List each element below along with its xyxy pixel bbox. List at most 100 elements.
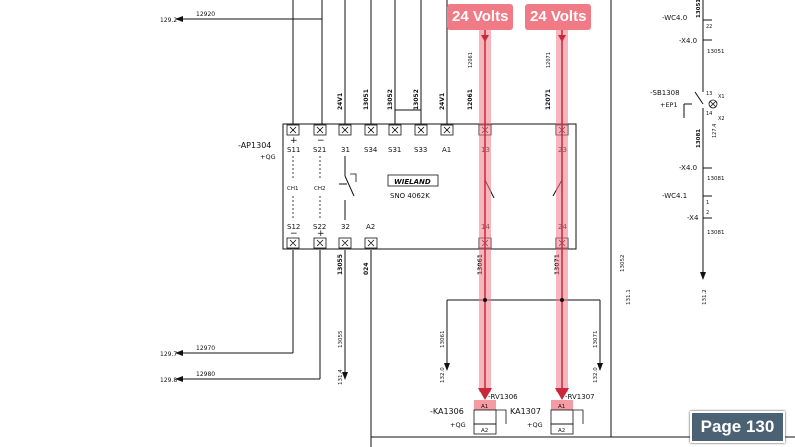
rc-wire-4: 13081 [707, 176, 725, 182]
rc-term-x1: X1 [718, 94, 725, 100]
label-S33: S33 [414, 146, 427, 154]
crossref-wire-top: 12920 [196, 11, 215, 18]
junction-left [483, 298, 487, 302]
wire-num-top-12071: 12071 [546, 52, 552, 68]
relay-module-box[interactable] [282, 123, 577, 250]
maker-label-box [387, 174, 439, 187]
crossref-wire-bot: 12980 [196, 371, 215, 378]
wire-num-top-7: 12071 [545, 89, 552, 110]
rc-wc40-top: -WC4.0 [662, 14, 687, 22]
load-right-a2: A2 [558, 428, 565, 434]
crossref-arrow-bot[interactable] [175, 376, 183, 382]
bottom-wires [344, 0, 795, 447]
top-terminal-row [286, 124, 569, 136]
channel-lines [292, 156, 321, 220]
rc-wire-5: 13081 [707, 230, 725, 236]
rc-crossref-131-2: 131.2 [702, 289, 708, 305]
wire-num-13061-load: 13061 [440, 331, 446, 349]
nc-contact-31-32 [339, 156, 355, 220]
rc-x40-mid: -X4.0 [679, 164, 697, 172]
rc-term-14: 14 [706, 111, 712, 117]
crossref-arrow-mid[interactable] [175, 350, 183, 356]
wire-num-top-6: 12061 [467, 89, 474, 110]
rc-x40-top: -X4.0 [679, 37, 697, 45]
contact-actuator [350, 173, 357, 182]
wire-num-bottom-2: 024 [363, 262, 370, 275]
load-right-loc: +QG [527, 421, 543, 429]
highlight-24v-right [555, 30, 569, 400]
rc-x4: -X4 [687, 214, 699, 222]
label-S12: S12 [287, 223, 300, 231]
rc-term-1: 1 [706, 200, 709, 206]
polarity-s22: + [317, 229, 325, 239]
bottom-terminal-row [286, 237, 569, 249]
crossref-132-0-left: 132.0 [440, 367, 446, 383]
crossref-arrow-top[interactable] [175, 16, 183, 22]
label-A2: A2 [366, 223, 375, 231]
load-left-loc: +QG [450, 421, 466, 429]
wire-num-bottom-1: 13055 [337, 254, 344, 275]
crossref-131-1: 131.1 [626, 289, 632, 305]
load-ka1307[interactable] [550, 400, 584, 435]
crossref-wire-mid: 12970 [196, 345, 215, 352]
wire-num-top-5: 24V1 [439, 93, 446, 110]
maker-label: WIELAND [394, 178, 431, 186]
load-left-a2: A2 [481, 428, 488, 434]
wire-num-13052-col: 13052 [620, 255, 626, 273]
load-right-rv: -RV1307 [565, 393, 595, 401]
crossref-131-4: 131.4 [338, 369, 344, 385]
wire-num-13071-load: 13071 [593, 331, 599, 349]
load-left-tag: -KA1306 [430, 407, 464, 416]
arrow-13055[interactable] [342, 372, 348, 380]
wire-num-top-12061: 12061 [468, 52, 474, 68]
rc-term-13: 13 [706, 91, 712, 97]
label-S22: S22 [313, 223, 326, 231]
load-right-a1: A1 [558, 404, 565, 410]
label-31: 31 [341, 146, 350, 154]
wire-num-top-1: 24V1 [337, 93, 344, 110]
load-right-tag: KA1307 [510, 407, 541, 416]
rc-term-22: 22 [706, 24, 712, 30]
crossref-label-mid: 129.7 [160, 351, 177, 358]
crossref-label-top: 129.2 [160, 17, 177, 24]
voltage-badge-right: 24 Volts [525, 4, 592, 30]
label-S31: S31 [388, 146, 401, 154]
module-location: +QG [260, 153, 276, 161]
rc-wire-2: 13051 [696, 0, 702, 18]
module-tag: -AP1304 [238, 141, 271, 150]
voltage-badge-left: 24 Volts [447, 4, 514, 30]
rc-wc41: -WC4.1 [662, 192, 687, 200]
wire-num-top-4: 13052 [413, 89, 420, 110]
load-ka1306[interactable] [473, 400, 507, 435]
arrow-right-column[interactable] [700, 272, 706, 280]
label-32: 32 [341, 223, 350, 231]
wire-num-13055-col: 13055 [338, 330, 344, 348]
load-left-a1: A1 [481, 404, 488, 410]
wire-num-top-2: 13051 [363, 89, 370, 110]
polarity-s12: − [290, 229, 298, 239]
channel-ch2: CH2 [314, 186, 325, 192]
arrow-load-right[interactable] [597, 363, 603, 371]
label-S11: S11 [287, 146, 300, 154]
rc-ep1: +EP1 [660, 101, 678, 109]
label-A1: A1 [442, 146, 451, 154]
pilot-lamp [708, 99, 718, 109]
rc-term-2: 2 [706, 210, 709, 216]
rc-contact-ref: 127.4 [712, 124, 718, 138]
page-number-badge: Page 130 [690, 411, 785, 443]
load-left-rv: -RV1306 [488, 393, 518, 401]
top-wires [292, 0, 448, 124]
polarity-s11: + [290, 136, 298, 146]
label-S34: S34 [364, 146, 378, 154]
model-label: SNO 4062K [390, 192, 430, 200]
right-column-wiring [683, 0, 712, 272]
label-S21: S21 [313, 146, 326, 154]
highlight-24v-left [478, 30, 492, 400]
crossref-label-bot: 129.8 [160, 377, 177, 384]
left-crossref-wires [180, 0, 323, 380]
rc-wire-3: 13081 [696, 129, 702, 148]
rc-wire-1: 13051 [707, 49, 725, 55]
arrow-load-left[interactable] [444, 363, 450, 371]
rc-sb1308: -SB1308 [650, 89, 680, 97]
